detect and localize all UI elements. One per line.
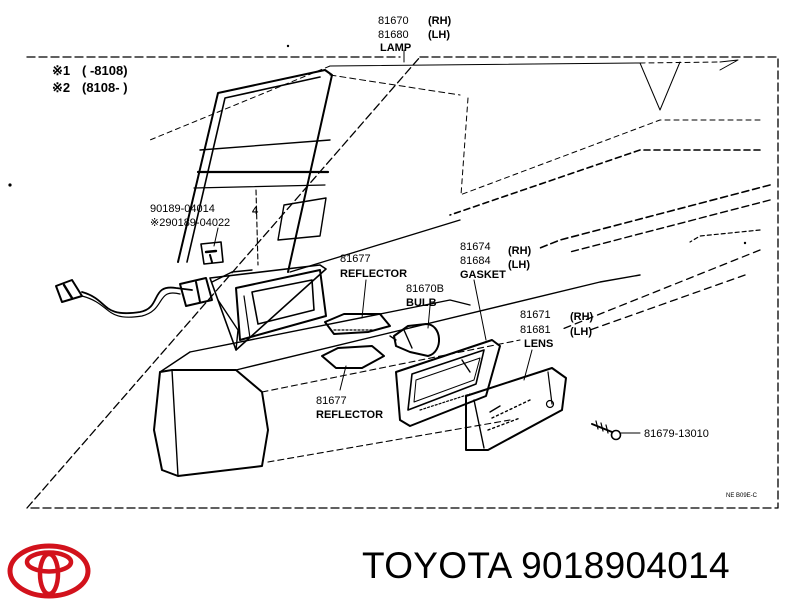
reflector-upper — [324, 313, 391, 335]
diagram-frame — [26, 56, 779, 509]
svg-text:(RH): (RH) — [508, 245, 532, 257]
toyota-logo-icon — [7, 543, 91, 599]
leader-lines — [213, 227, 533, 391]
svg-text:81680: 81680 — [378, 29, 409, 41]
label-bulb: 81670B BULB — [406, 283, 444, 309]
svg-text:※290189-04022: ※290189-04022 — [150, 217, 230, 229]
part-number: 9018904014 — [521, 545, 730, 586]
svg-text:( -8108): ( -8108) — [82, 63, 128, 78]
screw — [591, 420, 641, 441]
label-socket: 90189-04014 4 ※290189-04022 — [150, 203, 259, 229]
svg-text:81670B: 81670B — [406, 283, 444, 295]
label-lamp: 81670 (RH) 81680 (LH) LAMP — [378, 15, 452, 54]
bulb — [389, 323, 440, 357]
svg-text:REFLECTOR: REFLECTOR — [340, 268, 407, 280]
wire-harness — [55, 277, 213, 318]
svg-text:LAMP: LAMP — [380, 42, 411, 54]
parts-diagram: 81670 (RH) 81680 (LH) LAMP ※1 ( -8108) ※… — [8, 15, 779, 509]
label-lens: 81671 (RH) 81681 (LH) LENS — [520, 309, 594, 350]
svg-text:(RH): (RH) — [570, 311, 594, 323]
label-reflector-lower: 81677 REFLECTOR — [316, 395, 383, 421]
svg-text:※1: ※1 — [52, 63, 70, 78]
svg-text:BULB: BULB — [406, 297, 437, 309]
svg-text:※2: ※2 — [52, 80, 70, 95]
svg-text:(LH): (LH) — [570, 326, 592, 338]
bulb-socket-clip — [200, 241, 224, 265]
svg-text:81671: 81671 — [520, 309, 551, 321]
reflector-lower — [321, 345, 385, 369]
svg-text:(RH): (RH) — [428, 15, 452, 27]
bumper — [153, 274, 641, 477]
lamp-housing — [209, 264, 327, 351]
legend-box: ※1 ( -8108) ※2 (8108- ) — [52, 63, 128, 95]
svg-text:81677: 81677 — [316, 395, 347, 407]
svg-text:LENS: LENS — [524, 338, 553, 350]
body-panel-lines — [149, 65, 331, 141]
tail-lamp-body — [177, 69, 461, 273]
svg-text:(LH): (LH) — [428, 29, 450, 41]
svg-text:(8108- ): (8108- ) — [82, 80, 128, 95]
label-gasket: 81674 (RH) 81684 (LH) GASKET — [460, 241, 532, 281]
svg-text:REFLECTOR: REFLECTOR — [316, 409, 383, 421]
svg-text:GASKET: GASKET — [460, 269, 506, 281]
svg-text:81677: 81677 — [340, 253, 371, 265]
svg-text:81679-13010: 81679-13010 — [644, 428, 709, 440]
svg-text:81670: 81670 — [378, 15, 409, 27]
brand-name: TOYOTA — [362, 545, 511, 586]
gasket — [395, 339, 501, 427]
svg-text:81684: 81684 — [460, 255, 491, 267]
label-screw: 81679-13010 — [644, 428, 709, 440]
label-reflector-upper: 81677 REFLECTOR — [340, 253, 407, 280]
svg-text:81681: 81681 — [520, 324, 551, 336]
brand-part-number: TOYOTA 9018904014 — [362, 544, 730, 588]
lens — [465, 367, 567, 451]
svg-text:4: 4 — [252, 205, 259, 217]
svg-text:(LH): (LH) — [508, 259, 530, 271]
drawing-code: NE B09E-C — [726, 493, 758, 499]
svg-text:81674: 81674 — [460, 241, 491, 253]
svg-text:90189-04014: 90189-04014 — [150, 203, 215, 215]
